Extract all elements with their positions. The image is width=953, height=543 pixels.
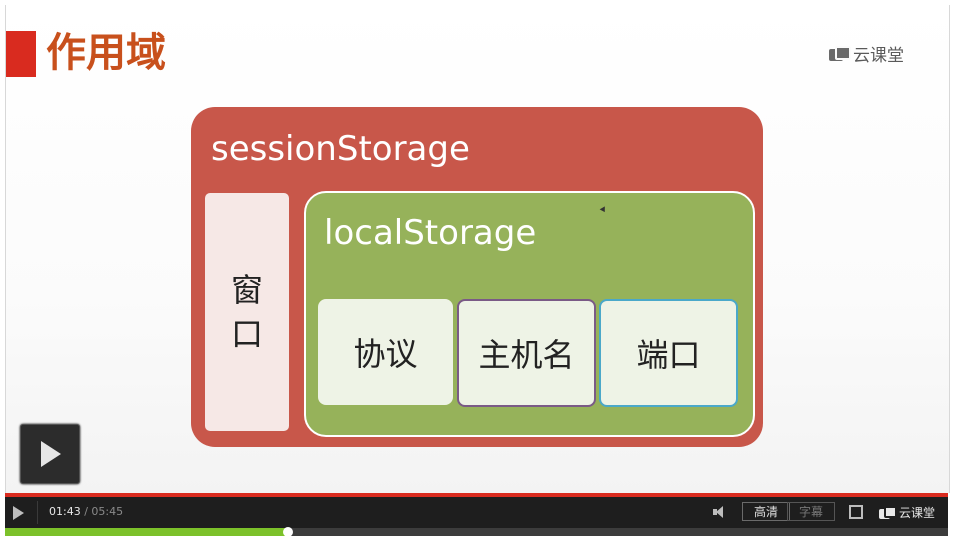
fullscreen-icon[interactable] — [849, 505, 863, 519]
control-divider — [37, 501, 38, 524]
slide-title: 作用域 — [46, 30, 166, 76]
progress-thumb[interactable] — [282, 527, 293, 537]
quality-button[interactable]: 高清 — [742, 502, 790, 521]
time-display: 01:43 / 05:45 — [49, 505, 123, 518]
title-accent-bar — [6, 31, 36, 77]
player-control-bar: 01:43 / 05:45 高清 字幕 云课堂 — [5, 497, 948, 528]
play-icon[interactable] — [13, 506, 24, 520]
progress-bar[interactable] — [5, 527, 948, 537]
window-char-1: 窗 — [230, 271, 263, 309]
local-storage-label: localStorage — [324, 213, 537, 253]
slide-brand-logo: 云课堂 — [829, 41, 904, 66]
window-box: 窗 口 — [205, 193, 289, 431]
current-time: 01:43 — [49, 505, 81, 518]
player-brand-logo: 云课堂 — [879, 504, 935, 521]
subtitle-button[interactable]: 字幕 — [787, 502, 835, 521]
hostname-box: 主机名 — [457, 299, 596, 407]
player-top-line — [5, 493, 948, 497]
bottom-margin — [0, 536, 953, 543]
progress-fill — [5, 528, 288, 536]
slide-area: 作用域 云课堂 sessionStorage 窗 口 localStorage … — [5, 5, 950, 493]
chat-bubble-icon — [829, 45, 851, 62]
session-storage-label: sessionStorage — [211, 129, 470, 169]
chat-bubble-icon — [879, 506, 897, 519]
window-char-2: 口 — [230, 315, 263, 353]
slide-brand-text: 云课堂 — [853, 46, 904, 66]
session-storage-box: sessionStorage 窗 口 localStorage 协议 主机名 端… — [191, 107, 763, 447]
port-box: 端口 — [599, 299, 738, 407]
player-brand-text: 云课堂 — [899, 506, 936, 520]
big-play-button[interactable] — [20, 424, 80, 484]
local-storage-box: localStorage 协议 主机名 端口 — [304, 191, 755, 437]
volume-icon[interactable] — [713, 506, 727, 518]
protocol-box: 协议 — [318, 299, 453, 405]
total-time: / 05:45 — [84, 505, 124, 518]
